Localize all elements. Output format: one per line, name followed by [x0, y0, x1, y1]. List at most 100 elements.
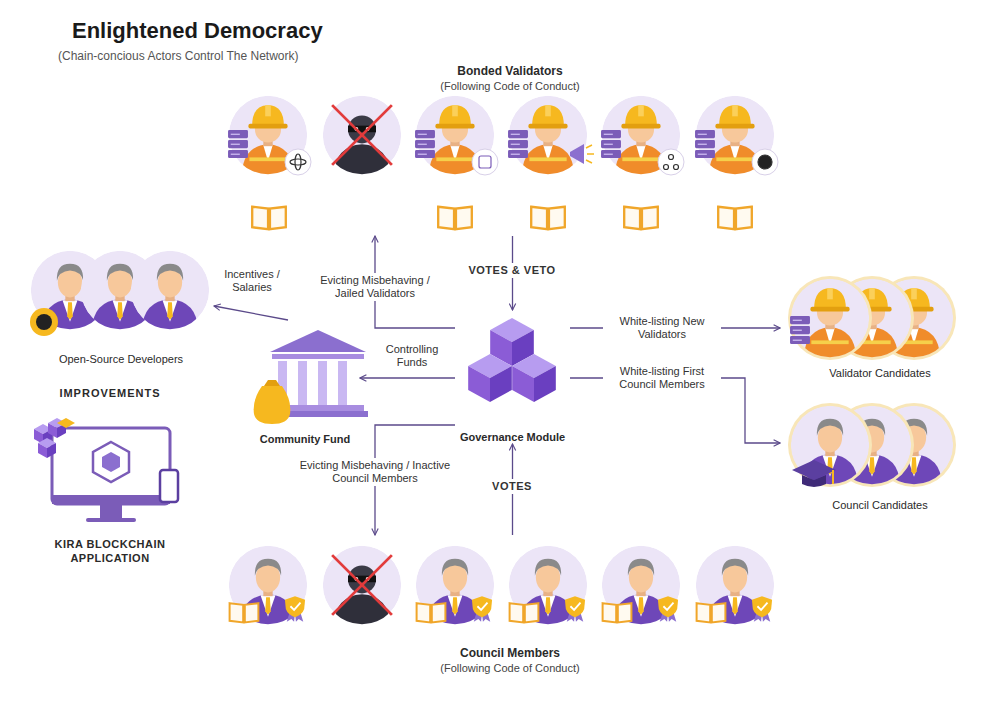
megaphone-icon: [570, 144, 584, 164]
server-icon: [695, 130, 715, 158]
kira-application-icon: [86, 518, 136, 522]
council-candidates: [792, 460, 836, 480]
council-candidates: [791, 406, 869, 487]
kira-application-icon: [52, 495, 170, 504]
council-figure: [509, 546, 587, 627]
badge-icon: [565, 596, 585, 622]
code-of-conduct-book: [252, 207, 286, 229]
developer-figures: [30, 251, 209, 336]
node-label: Community Fund: [260, 432, 350, 446]
bank-icon: [298, 361, 307, 405]
code-of-conduct-book: [603, 603, 632, 622]
edge-label: White-listing New Validators: [603, 314, 721, 342]
badge-icons: [479, 156, 491, 168]
application-node: KIRA BLOCKCHAIN APPLICATION: [25, 415, 195, 565]
council-figure: [602, 546, 680, 627]
code-of-conduct-book: [624, 207, 658, 229]
node-label: Governance Module: [460, 430, 565, 444]
server-icon: [601, 130, 621, 158]
council-candidates: [788, 403, 956, 487]
code-of-conduct-book: [697, 603, 726, 622]
council-candidates: [788, 403, 872, 487]
council-figure: [229, 546, 307, 627]
developer-group: Open-Source Developers: [28, 248, 214, 366]
github-badge: [36, 314, 52, 330]
node-sublabel: (Following Code of Conduct): [440, 79, 579, 93]
kira-application-icon: [38, 438, 56, 458]
bank-icon: [254, 330, 368, 424]
node-label: Bonded Validators: [457, 64, 562, 79]
validator-candidates: [790, 316, 810, 344]
server-icon: [228, 130, 248, 158]
governance-cubes: [512, 354, 556, 402]
validator-figure: [509, 96, 587, 177]
fund-node: Community Fund: [250, 320, 360, 446]
badge-icons: [295, 154, 301, 170]
evicted-validator: [323, 96, 401, 177]
node-label: Open-Source Developers: [59, 352, 183, 366]
kira-application-icon: [102, 452, 120, 472]
validator-candidates: [791, 279, 869, 360]
edge-label: Evicting Misbehaving / Jailed Validators: [306, 273, 444, 301]
server-icon: [415, 130, 435, 158]
bank-icon: [338, 361, 347, 405]
node-label: Council Candidates: [832, 498, 927, 512]
validator-badges: [285, 149, 778, 175]
edge-label: Controlling Funds: [373, 342, 451, 370]
validator-badges: [472, 149, 498, 175]
kira-application-icon: [57, 418, 75, 428]
connector-arrow: [214, 306, 288, 320]
validator-figure: [696, 96, 774, 177]
bank-icon: [264, 380, 280, 386]
server-icon: [508, 130, 528, 158]
subtitle: (Chain-concious Actors Control The Netwo…: [58, 49, 299, 63]
kira-application-icon: [160, 470, 178, 502]
badge-icon: [285, 596, 305, 622]
badge-icons: [664, 165, 669, 170]
edge-label: VOTES & VETO: [464, 263, 559, 278]
code-of-conduct-book: [417, 603, 446, 622]
code-of-conduct-book: [510, 603, 539, 622]
validator-badges: [658, 149, 684, 175]
kira-application-icon: [34, 418, 178, 522]
code-of-conduct-book: [718, 207, 752, 229]
council-figure: [416, 546, 494, 627]
council-figures: [229, 546, 774, 627]
validator-badges: [752, 149, 778, 175]
developer-figure: [131, 251, 209, 332]
kira-application-icon: [100, 504, 122, 518]
validator-badges: [285, 149, 311, 175]
megaphone-icon: [586, 145, 594, 163]
edge-label: VOTES: [488, 479, 536, 494]
kira-application-icon: [52, 428, 170, 504]
badge-icons: [290, 154, 772, 170]
edge-label: Evicting Misbehaving / Inactive Council …: [284, 458, 467, 486]
code-of-conduct-book: [531, 207, 565, 229]
badge-icons: [758, 155, 772, 169]
validator-group: Bonded Validators(Following Code of Cond…: [220, 64, 800, 236]
council-group: Council Members(Following Code of Conduc…: [220, 535, 800, 675]
edge-label: White-listing First Council Members: [603, 364, 721, 392]
badge-icon: [658, 596, 678, 622]
node-label: Validator Candidates: [829, 366, 930, 380]
council-candidates: [832, 470, 834, 484]
candidate-group: Validator Candidates: [780, 270, 980, 380]
diagram-title: Enlightened Democracy: [72, 18, 323, 44]
bank-icon: [318, 361, 327, 405]
code-of-conduct-book: [230, 603, 259, 622]
github-badge: [30, 308, 58, 336]
code-of-conduct-book: [438, 207, 472, 229]
council-figure: [696, 546, 774, 627]
kira-application-icon: [93, 442, 129, 482]
council-candidates: [802, 475, 826, 487]
flow-label: IMPROVEMENTS: [59, 387, 160, 399]
governance-cubes: [468, 354, 512, 402]
validator-figure: [229, 96, 307, 177]
badge-icons: [290, 159, 306, 165]
badge-icons: [669, 155, 674, 160]
node-sublabel: (Following Code of Conduct): [440, 661, 579, 675]
validator-candidates: [788, 276, 956, 360]
validator-figures: [228, 96, 778, 229]
bank-icon: [254, 386, 291, 424]
